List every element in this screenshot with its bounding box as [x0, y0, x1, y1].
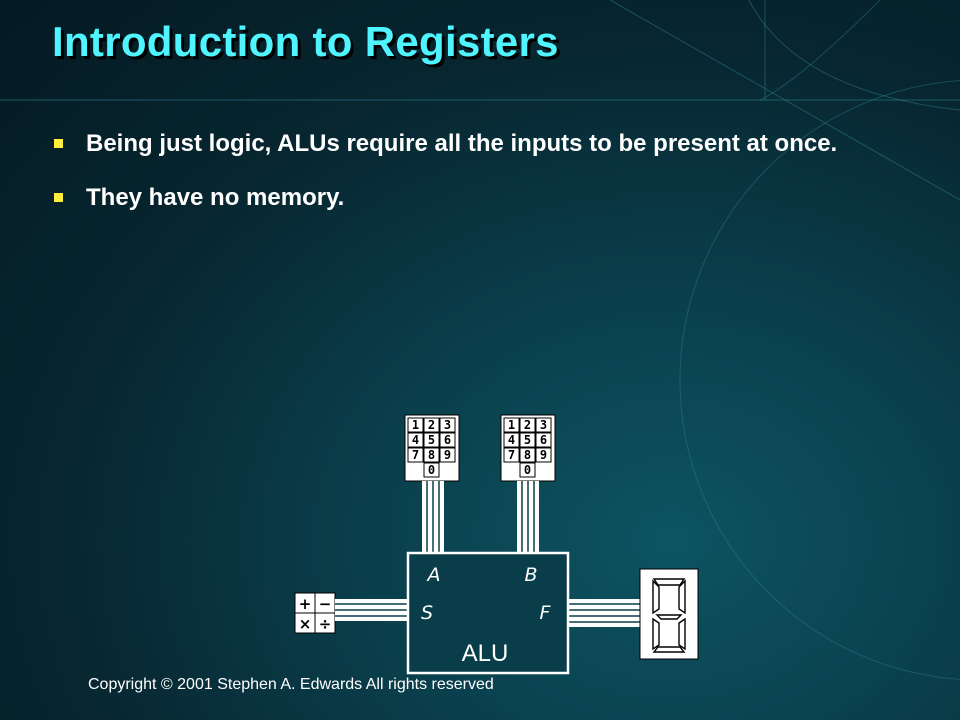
keypad-key: 7 [508, 448, 515, 462]
operator-key: ÷ [319, 615, 332, 633]
keypad-key: 6 [540, 433, 547, 447]
operator-key: − [319, 595, 332, 613]
keypad-key: 8 [524, 448, 531, 462]
keypad-key: 3 [540, 418, 547, 432]
alu-block: A B S F ALU [406, 551, 570, 675]
bullet-text: Being just logic, ALUs require all the i… [86, 130, 838, 157]
keypad-key: 9 [540, 448, 547, 462]
operator-keypad-icon: + − × ÷ [294, 592, 336, 634]
keypad-key: 2 [524, 418, 531, 432]
operator-key: + [299, 595, 312, 613]
keypad-key: 5 [524, 433, 531, 447]
port-s-label: S [421, 602, 433, 624]
bus-f-wires [568, 599, 640, 627]
port-a-label: A [426, 564, 441, 586]
bus-s-wires [335, 599, 408, 621]
keypad-key: 5 [428, 433, 435, 447]
bullet-item: They have no memory. [52, 182, 872, 214]
keypad-b-icon: 1 2 3 4 5 6 7 8 9 0 [500, 414, 556, 482]
keypad-key: 1 [508, 418, 515, 432]
bullet-text: They have no memory. [86, 184, 345, 211]
bus-a-wires [422, 481, 444, 553]
port-b-label: B [524, 564, 537, 586]
keypad-key: 6 [444, 433, 451, 447]
bullet-item: Being just logic, ALUs require all the i… [52, 128, 872, 160]
seven-segment-display-icon [639, 568, 699, 660]
port-f-label: F [540, 602, 552, 624]
keypad-key: 0 [524, 463, 531, 477]
slide-title: Introduction to Registers [52, 18, 559, 65]
operator-key: × [299, 615, 312, 633]
bullet-square-icon [54, 193, 63, 202]
keypad-key: 9 [444, 448, 451, 462]
keypad-key: 1 [412, 418, 419, 432]
keypad-key: 8 [428, 448, 435, 462]
bullet-square-icon [54, 139, 63, 148]
keypad-a-keys [407, 417, 456, 478]
alu-label: ALU [462, 640, 509, 667]
bus-b-wires [517, 481, 539, 553]
keypad-key: 7 [412, 448, 419, 462]
keypad-key: 0 [428, 463, 435, 477]
keypad-key: 4 [412, 433, 419, 447]
bullet-list: Being just logic, ALUs require all the i… [52, 128, 872, 236]
keypad-key: 2 [428, 418, 435, 432]
alu-diagram: 1 2 3 4 5 6 7 8 9 0 1 2 3 4 5 6 7 8 [294, 414, 699, 675]
keypad-key: 3 [444, 418, 451, 432]
keypad-a-icon: 1 2 3 4 5 6 7 8 9 0 [404, 414, 460, 482]
copyright-footer: Copyright © 2001 Stephen A. Edwards All … [88, 676, 494, 693]
keypad-key: 4 [508, 433, 515, 447]
